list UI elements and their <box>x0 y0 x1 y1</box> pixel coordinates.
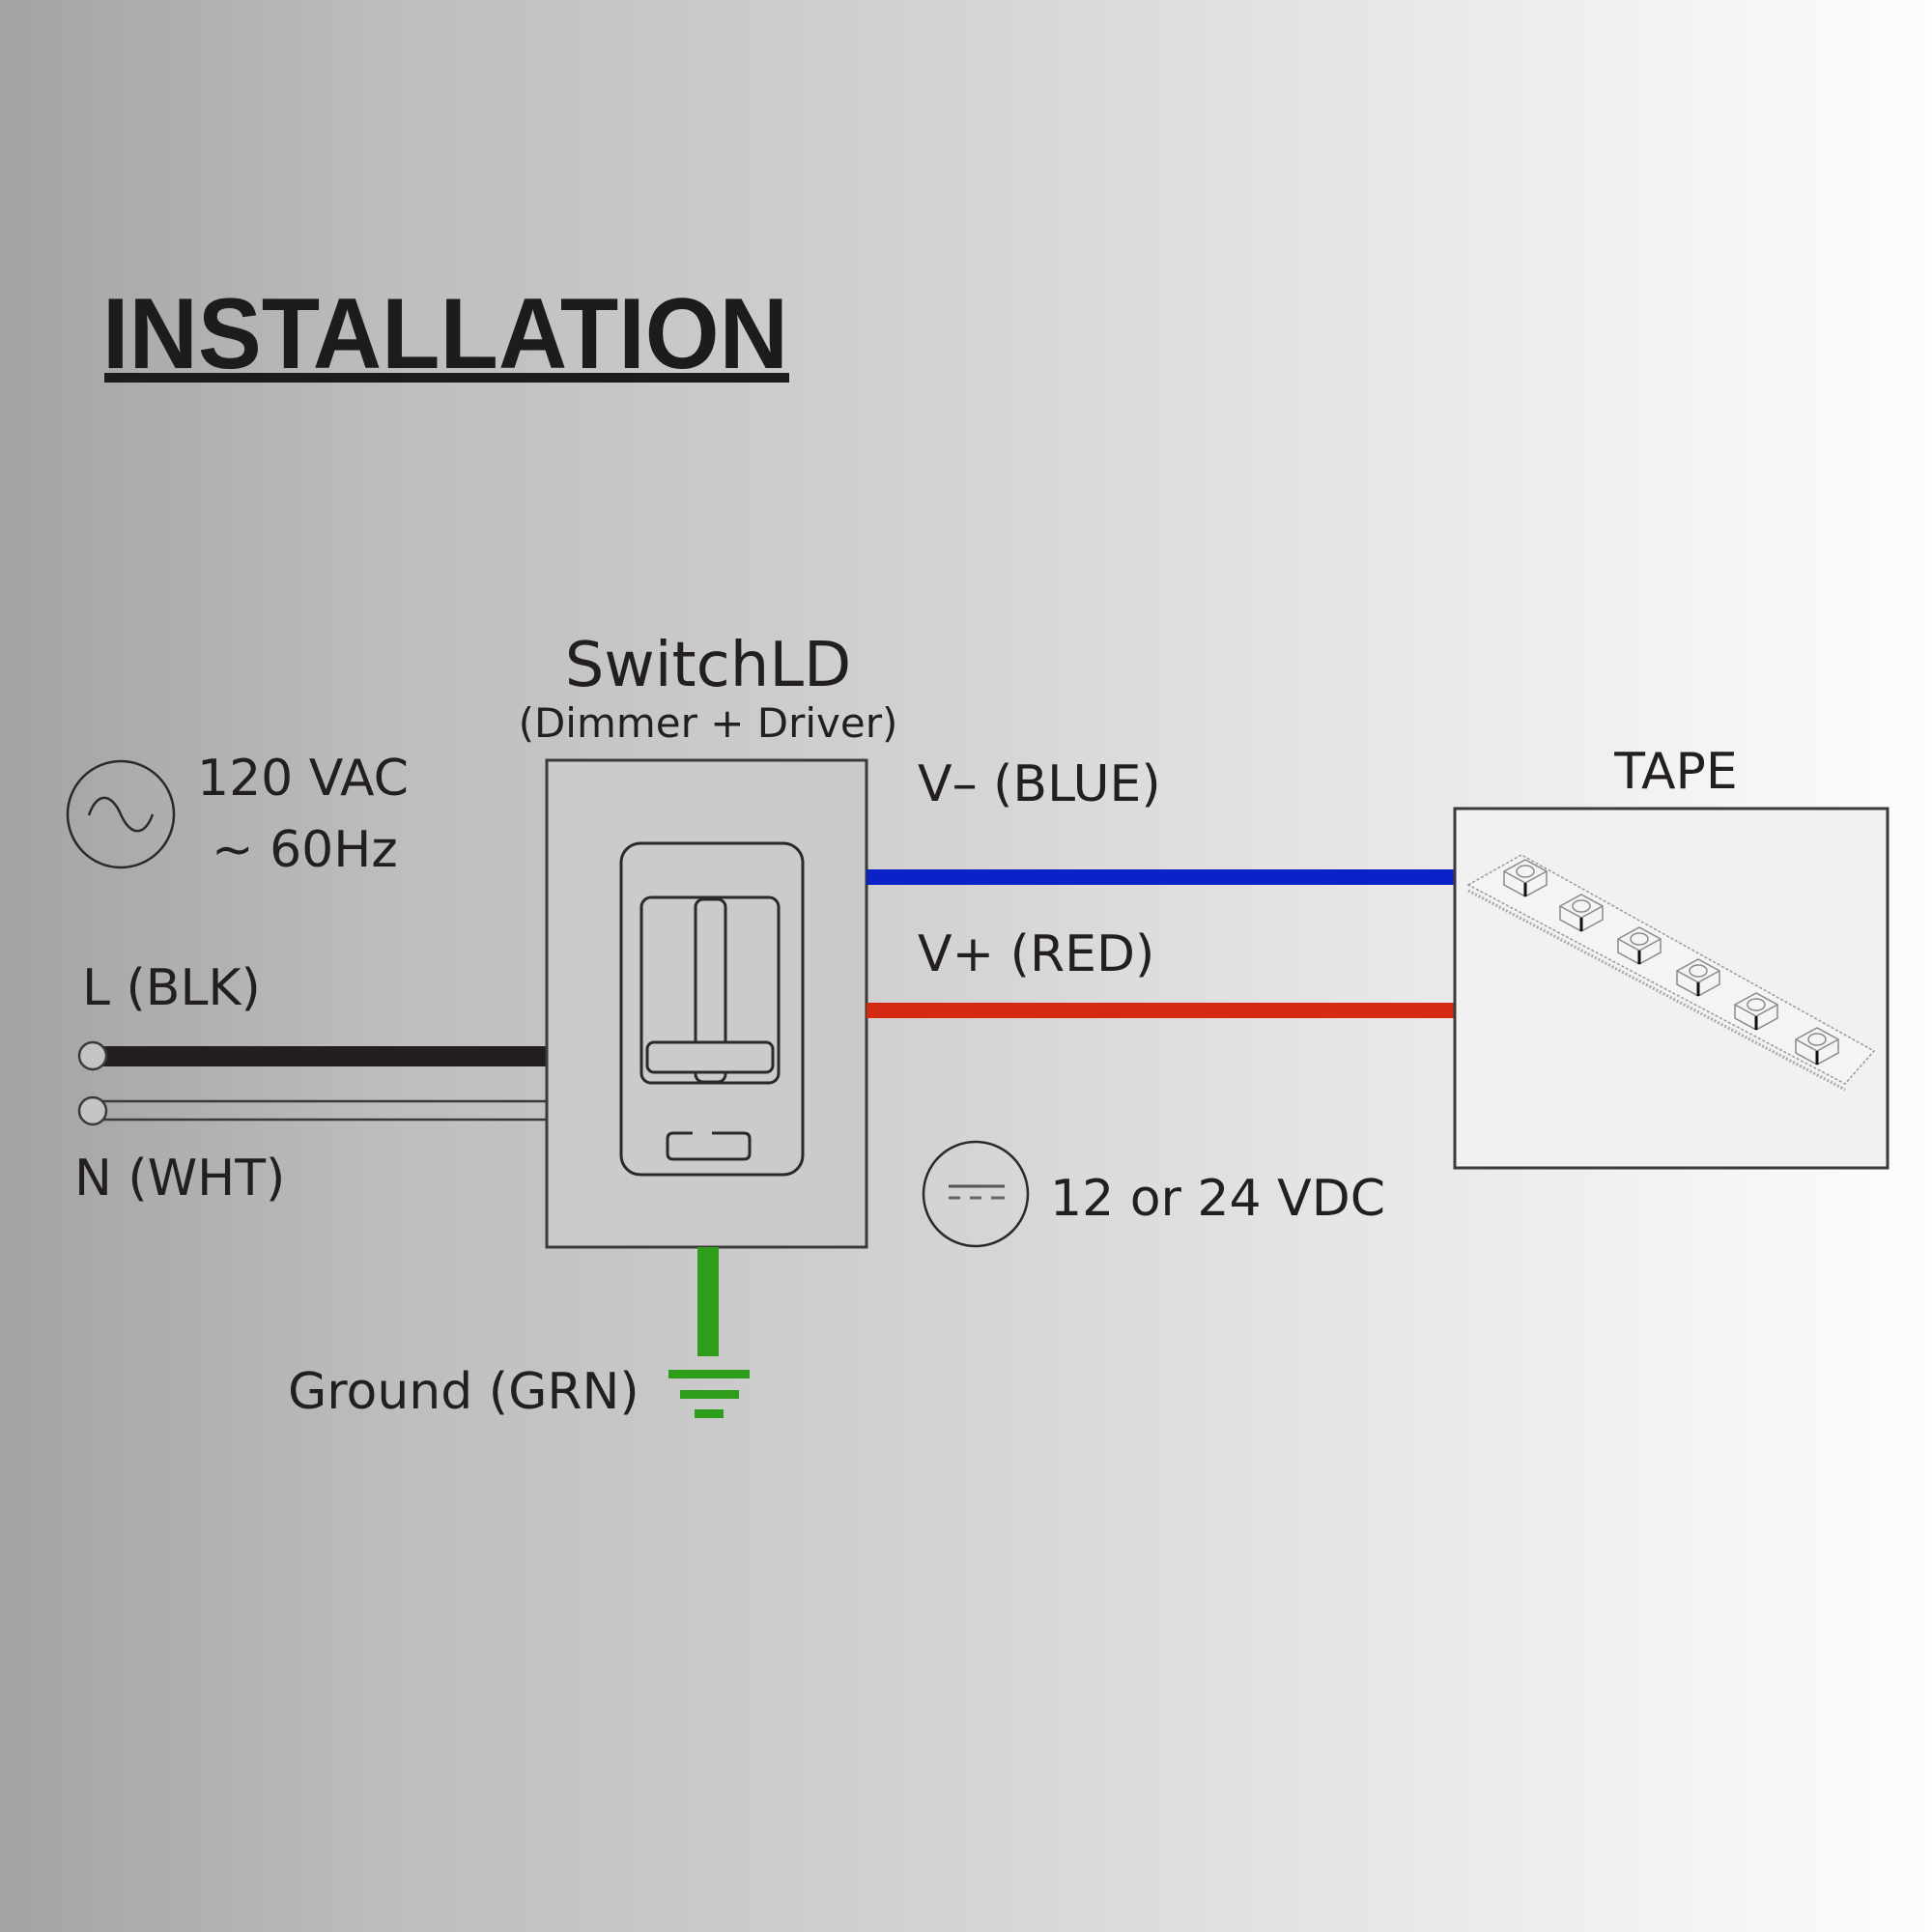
wall-plate <box>619 841 805 1177</box>
negative-wire-label: V– (BLUE) <box>918 755 1161 813</box>
ac-voltage-label: 120 VAC <box>197 750 409 808</box>
device-name: SwitchLD <box>565 630 852 701</box>
led-chip-icon <box>1559 894 1604 932</box>
title-underline <box>104 373 789 383</box>
neutral-wire <box>93 1099 547 1122</box>
device-subtitle: (Dimmer + Driver) <box>519 699 898 747</box>
ground-wire <box>697 1247 719 1356</box>
led-chip-icon <box>1795 1027 1839 1065</box>
dc-symbol-icon <box>922 1140 1030 1248</box>
ground-symbol-icon <box>668 1370 750 1418</box>
slider-rail <box>694 897 727 1084</box>
line-wire <box>93 1046 547 1066</box>
led-strip-icon <box>1466 854 1876 1092</box>
page-title: INSTALLATION <box>102 278 788 390</box>
line-terminal-icon <box>77 1040 108 1071</box>
neutral-wire-label: N (WHT) <box>74 1150 285 1208</box>
neutral-terminal-icon <box>77 1095 108 1126</box>
line-wire-label: L (BLK) <box>82 959 261 1017</box>
led-chip-icon <box>1617 926 1662 965</box>
positive-wire-label: V+ (RED) <box>918 925 1154 983</box>
tape-label: TAPE <box>1613 743 1738 801</box>
ground-wire-label: Ground (GRN) <box>288 1363 639 1421</box>
led-chip-icon <box>1734 992 1778 1031</box>
dc-voltage-label: 12 or 24 VDC <box>1050 1170 1385 1228</box>
blue-wire <box>867 869 1455 885</box>
led-chip-icon <box>1676 958 1720 997</box>
ac-frequency-label: ~ 60Hz <box>212 821 398 879</box>
switchld-device <box>545 758 868 1249</box>
red-wire <box>867 1003 1455 1018</box>
toggle-button <box>666 1131 752 1161</box>
led-chip-icon <box>1503 859 1548 897</box>
ac-sine-icon <box>66 759 176 869</box>
slider-knob <box>645 1040 775 1074</box>
